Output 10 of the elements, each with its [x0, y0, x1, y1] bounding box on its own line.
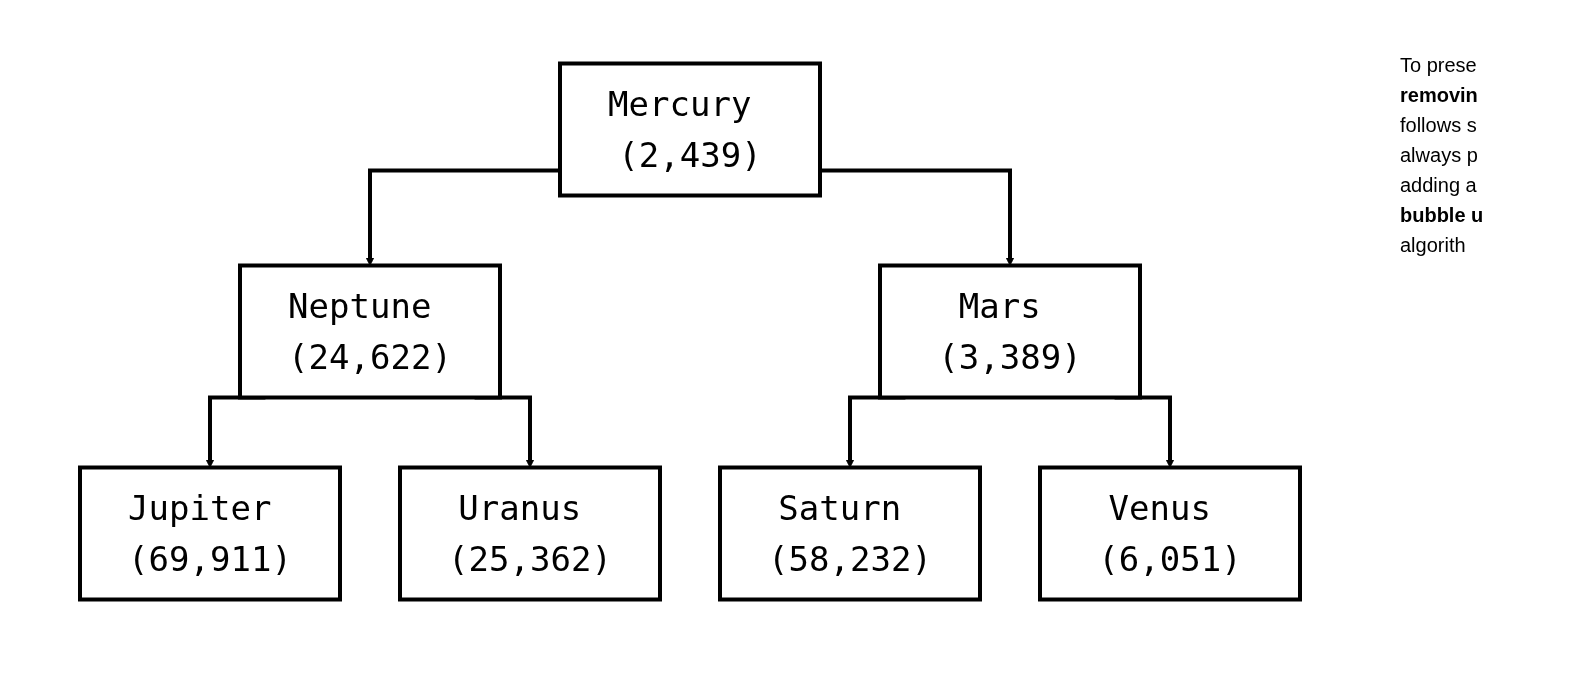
node-box: Saturn (58,232): [718, 465, 982, 602]
node-box: Uranus (25,362): [398, 465, 662, 602]
description-text: To prese removin follows s always p adding a bubble u algorith: [1400, 53, 1485, 258]
node-box: Mercury (2,439): [558, 61, 822, 198]
node-box: Venus (6,051): [1038, 465, 1302, 602]
node-box: Mars (3,389): [878, 263, 1142, 400]
arrow: [365, 168, 560, 266]
node-box: Jupiter (69,911): [78, 465, 342, 602]
arrow: [820, 168, 1015, 266]
node-box: Neptune (24,622): [238, 263, 502, 400]
